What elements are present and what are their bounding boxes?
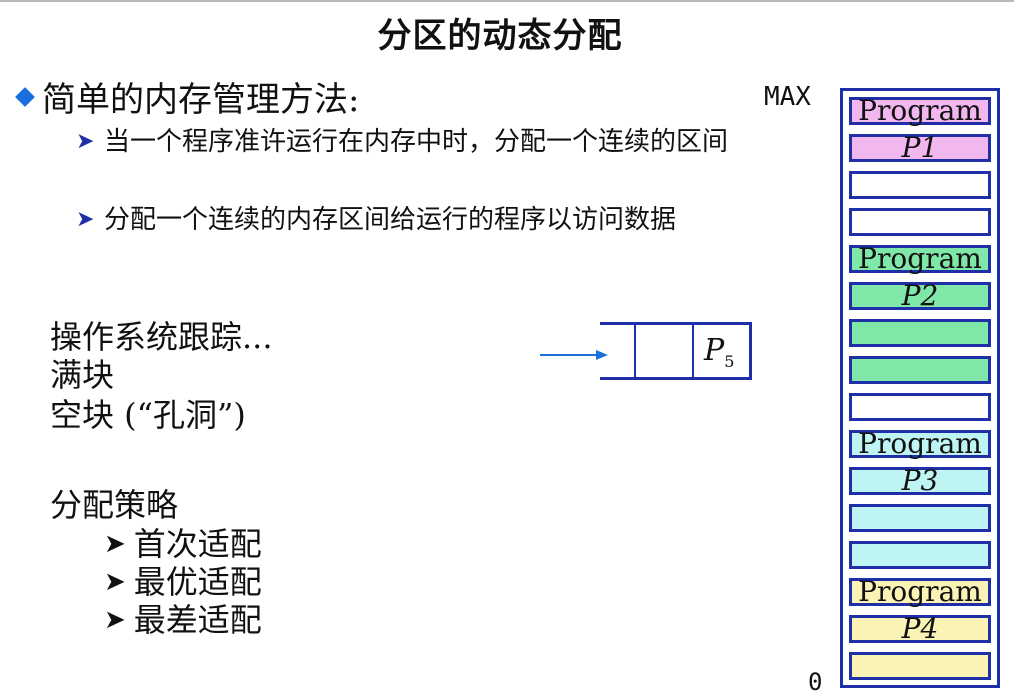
os-tracking-text: 操作系统跟踪... (50, 318, 273, 356)
strategy-label: 首次适配 (133, 525, 262, 563)
main-bullet: 简单的内存管理方法: (14, 72, 359, 121)
memory-block-p1: P1 (849, 134, 991, 162)
arrow-bullet-icon: ➤ (76, 207, 95, 232)
strategy-item-best-fit: ➤ 最优适配 (104, 564, 262, 600)
memory-block-program: Program (849, 578, 991, 606)
strategy-title: 分配策略 (50, 486, 179, 524)
strategy-item-worst-fit: ➤ 最差适配 (104, 602, 262, 638)
memory-block-p4: P4 (849, 615, 991, 643)
queue-arrow-icon (540, 350, 608, 360)
memory-block (849, 652, 991, 680)
full-blocks-text: 满块 (50, 356, 115, 394)
memory-block (849, 208, 991, 236)
sub-bullet-1-text: 当一个程序准许运行在内存中时，分配一个连续的区间 (104, 127, 729, 157)
memory-block (849, 356, 991, 384)
diamond-bullet-icon (15, 86, 35, 107)
sub-bullet-2-text: 分配一个连续的内存区间给运行的程序以访问数据 (104, 205, 677, 235)
sub-bullet-1: ➤ 当一个程序准许运行在内存中时，分配一个连续的区间 (76, 122, 736, 162)
memory-zero-label: 0 (808, 668, 823, 696)
memory-block-p3: P3 (849, 467, 991, 495)
sub-bullet-2: ➤ 分配一个连续的内存区间给运行的程序以访问数据 (76, 200, 736, 240)
memory-block-p2: P2 (849, 282, 991, 310)
memory-block-program: Program (849, 97, 991, 125)
memory-block (849, 393, 991, 421)
memory-block (849, 504, 991, 532)
memory-block-program: Program (849, 245, 991, 273)
main-bullet-text: 简单的内存管理方法: (42, 80, 360, 120)
strategy-label: 最差适配 (133, 601, 262, 639)
memory-max-label: MAX (764, 82, 811, 112)
arrow-bullet-icon: ➤ (104, 567, 126, 597)
top-frame-line (0, 0, 1014, 2)
queue-divider (692, 325, 694, 377)
memory-block (849, 319, 991, 347)
arrow-bullet-icon: ➤ (104, 605, 126, 635)
arrow-bullet-icon: ➤ (104, 529, 126, 559)
strategy-label: 最优适配 (133, 563, 262, 601)
process-queue: P5 (600, 322, 752, 380)
page-title: 分区的动态分配 (377, 16, 623, 56)
memory-block (849, 541, 991, 569)
strategy-item-first-fit: ➤ 首次适配 (104, 526, 262, 562)
queue-divider (634, 325, 636, 377)
queue-item-p5: P5 (704, 333, 735, 371)
empty-blocks-text: 空块 (“孔洞”) (50, 396, 246, 434)
memory-block-program: Program (849, 430, 991, 458)
arrow-bullet-icon: ➤ (76, 129, 95, 154)
memory-block (849, 171, 991, 199)
